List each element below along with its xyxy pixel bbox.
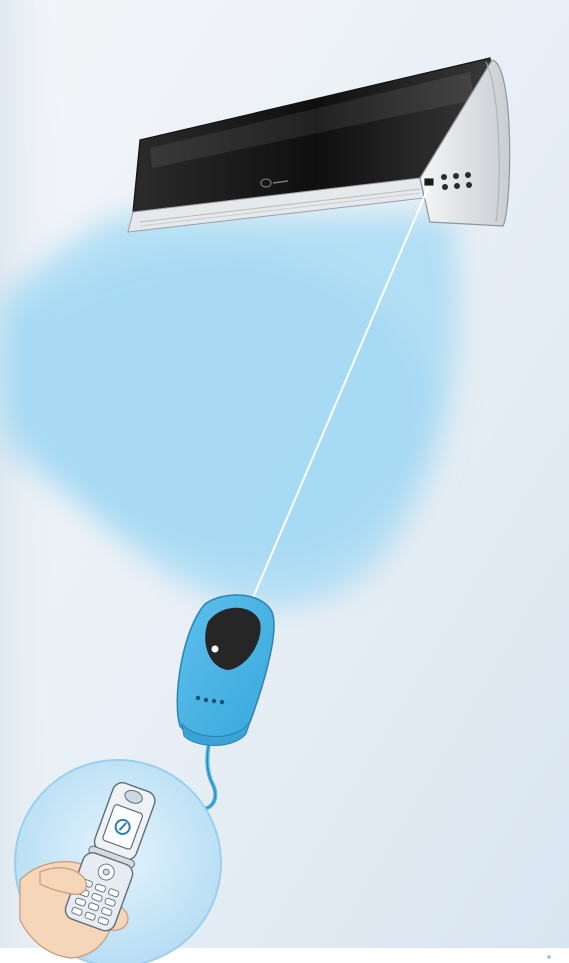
corner-mark [547,955,551,959]
adapter-led [212,646,219,653]
phone-bubble [15,760,221,963]
ac-ir-receiver [424,178,434,186]
